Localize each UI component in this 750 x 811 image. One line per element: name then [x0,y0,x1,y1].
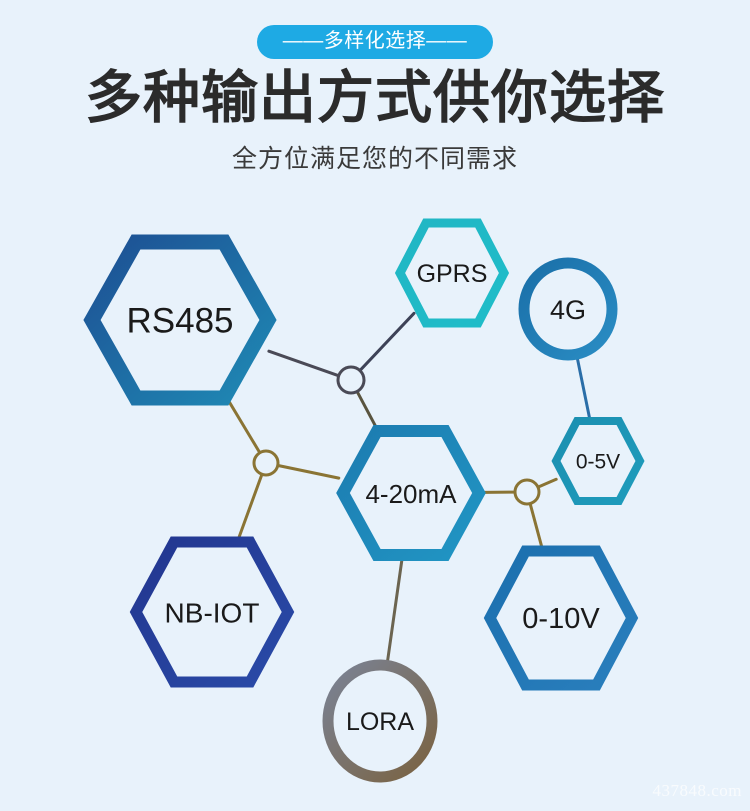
node-4-20ma[interactable]: 4-20mA [336,425,486,561]
node-label-nb-iot: NB-IOT [165,598,260,629]
connection-line-jright-to-05v [537,477,558,489]
page-subtitle: 全方位满足您的不同需求 [231,144,518,173]
node-shape-4-20ma [336,425,486,561]
junction-node-j-top [336,365,366,395]
node-shape-4g [518,257,618,361]
node-gprs[interactable]: GPRS [394,218,510,328]
connection-line-jright-to-010v [528,503,544,550]
node-shape-lora [322,659,438,783]
node-label-rs485: RS485 [126,302,233,341]
node-shape-gprs [394,218,510,328]
connection-line-rs485-to-jleft [223,393,261,454]
node-label-0-5v: 0-5V [576,451,620,474]
node-nb-iot[interactable]: NB-IOT [129,536,295,688]
connection-lines-layer [223,311,591,662]
node-0-10v[interactable]: 0-10V [483,545,639,691]
node-lora[interactable]: LORA [322,659,438,783]
node-label-lora: LORA [346,708,414,736]
connection-line-420ma-to-lora [386,559,404,662]
node-shape-0-5v [551,417,645,505]
section-badge: ——多样化选择—— [256,25,494,59]
node-label-4-20ma: 4-20mA [365,479,457,509]
output-methods-diagram: RS485 GPRS 4G 4-20mA 0-5V NB-IOT 0-10V LORA [0,200,750,811]
node-label-4g: 4G [550,295,586,325]
node-shape-0-10v [483,545,639,691]
connection-line-4g-to-05v [576,358,591,420]
node-4g[interactable]: 4G [518,257,618,361]
junction-node-j-right [513,478,541,506]
output-nodes-layer: RS485 GPRS 4G 4-20mA 0-5V NB-IOT 0-10V LORA [83,218,645,783]
connection-line-gprs-to-jtop [359,311,416,372]
node-label-gprs: GPRS [417,260,488,288]
connection-line-jleft-to-420ma [277,464,341,480]
node-shape-nb-iot [129,536,295,688]
node-rs485[interactable]: RS485 [83,234,277,406]
node-shape-rs485 [83,234,277,406]
header: ——多样化选择—— 多种输出方式供你选择 全方位满足您的不同需求 [0,0,750,175]
page-title: 多种输出方式供你选择 [85,66,665,130]
connection-line-rs485-to-jtop [267,349,340,377]
junction-node-j-left [252,449,280,477]
diagram-canvas: RS485 GPRS 4G 4-20mA 0-5V NB-IOT 0-10V LORA [83,218,645,783]
junction-nodes-layer [252,365,541,506]
node-label-0-10v: 0-10V [522,603,600,635]
node-0-5v[interactable]: 0-5V [551,417,645,505]
connection-line-jleft-to-nbiot [236,473,264,542]
watermark: 437848.com [652,781,742,800]
